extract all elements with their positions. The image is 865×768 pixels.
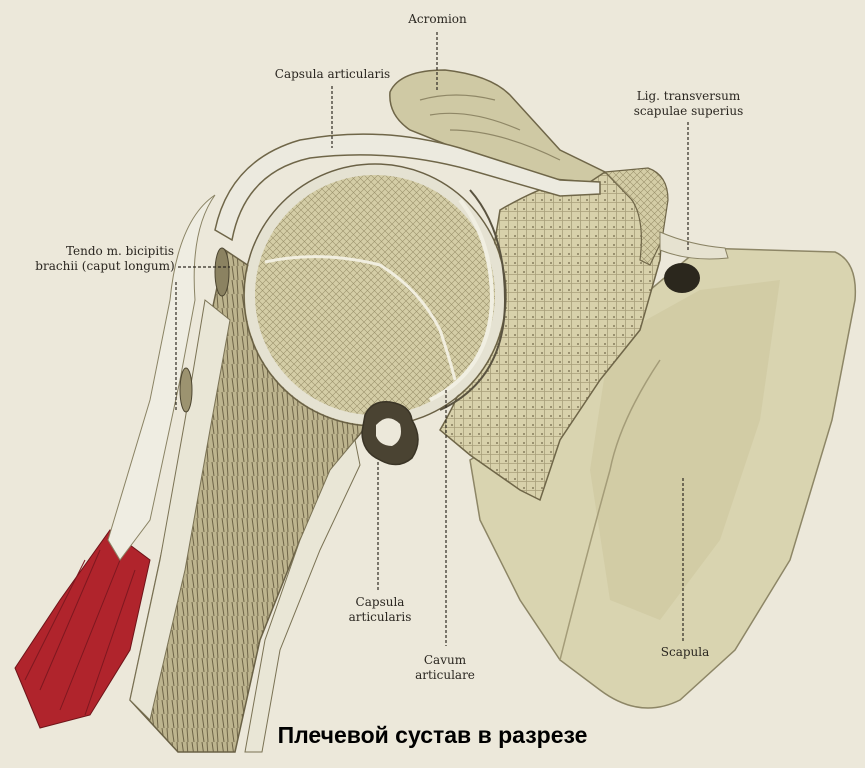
label-scapula: Scapula <box>660 645 710 659</box>
biceps-tendon <box>107 194 216 561</box>
acromion-texture <box>419 94 561 161</box>
label-lig-line1: Lig. transversum <box>636 89 741 103</box>
label-lig-line2: scapulae superius <box>633 104 744 118</box>
label-capsula-bottom-line2: articularis <box>348 610 412 624</box>
label-capsula-bottom-line1: Capsula <box>355 595 405 609</box>
humerus-cortex-right <box>244 438 361 753</box>
label-capsula-articularis-top: Capsula articularis <box>274 67 391 81</box>
tendon-section <box>214 247 230 297</box>
biceps-muscle <box>14 529 151 729</box>
coracoid-process <box>603 167 669 266</box>
epiphyseal-line <box>264 255 457 381</box>
acromion-process <box>389 69 607 183</box>
scapula-inner-edge <box>559 359 661 661</box>
joint-capsule-outer <box>214 133 601 242</box>
biceps-fibers <box>24 549 136 716</box>
scapular-notch <box>664 263 700 293</box>
leader-lines <box>175 32 689 646</box>
tendon-lower <box>179 367 193 413</box>
label-cavum-line2: articulare <box>415 668 475 682</box>
joint-cavity-line <box>439 189 507 411</box>
label-acromion: Acromion <box>408 12 467 26</box>
humerus-cortex <box>129 299 231 721</box>
ligament-band <box>659 231 729 260</box>
figure-caption: Плечевой сустав в разрезе <box>277 722 588 748</box>
label-tendo-line2: brachii (caput longum) <box>35 259 175 273</box>
joint-cavity-inner <box>429 198 495 402</box>
capsule-fold-inner <box>376 418 401 446</box>
label-cavum-line1: Cavum <box>423 653 467 667</box>
humeral-head <box>245 165 505 425</box>
label-tendo-line1: Tendo m. bicipitis <box>65 244 175 258</box>
scapula-shadow <box>590 280 780 620</box>
